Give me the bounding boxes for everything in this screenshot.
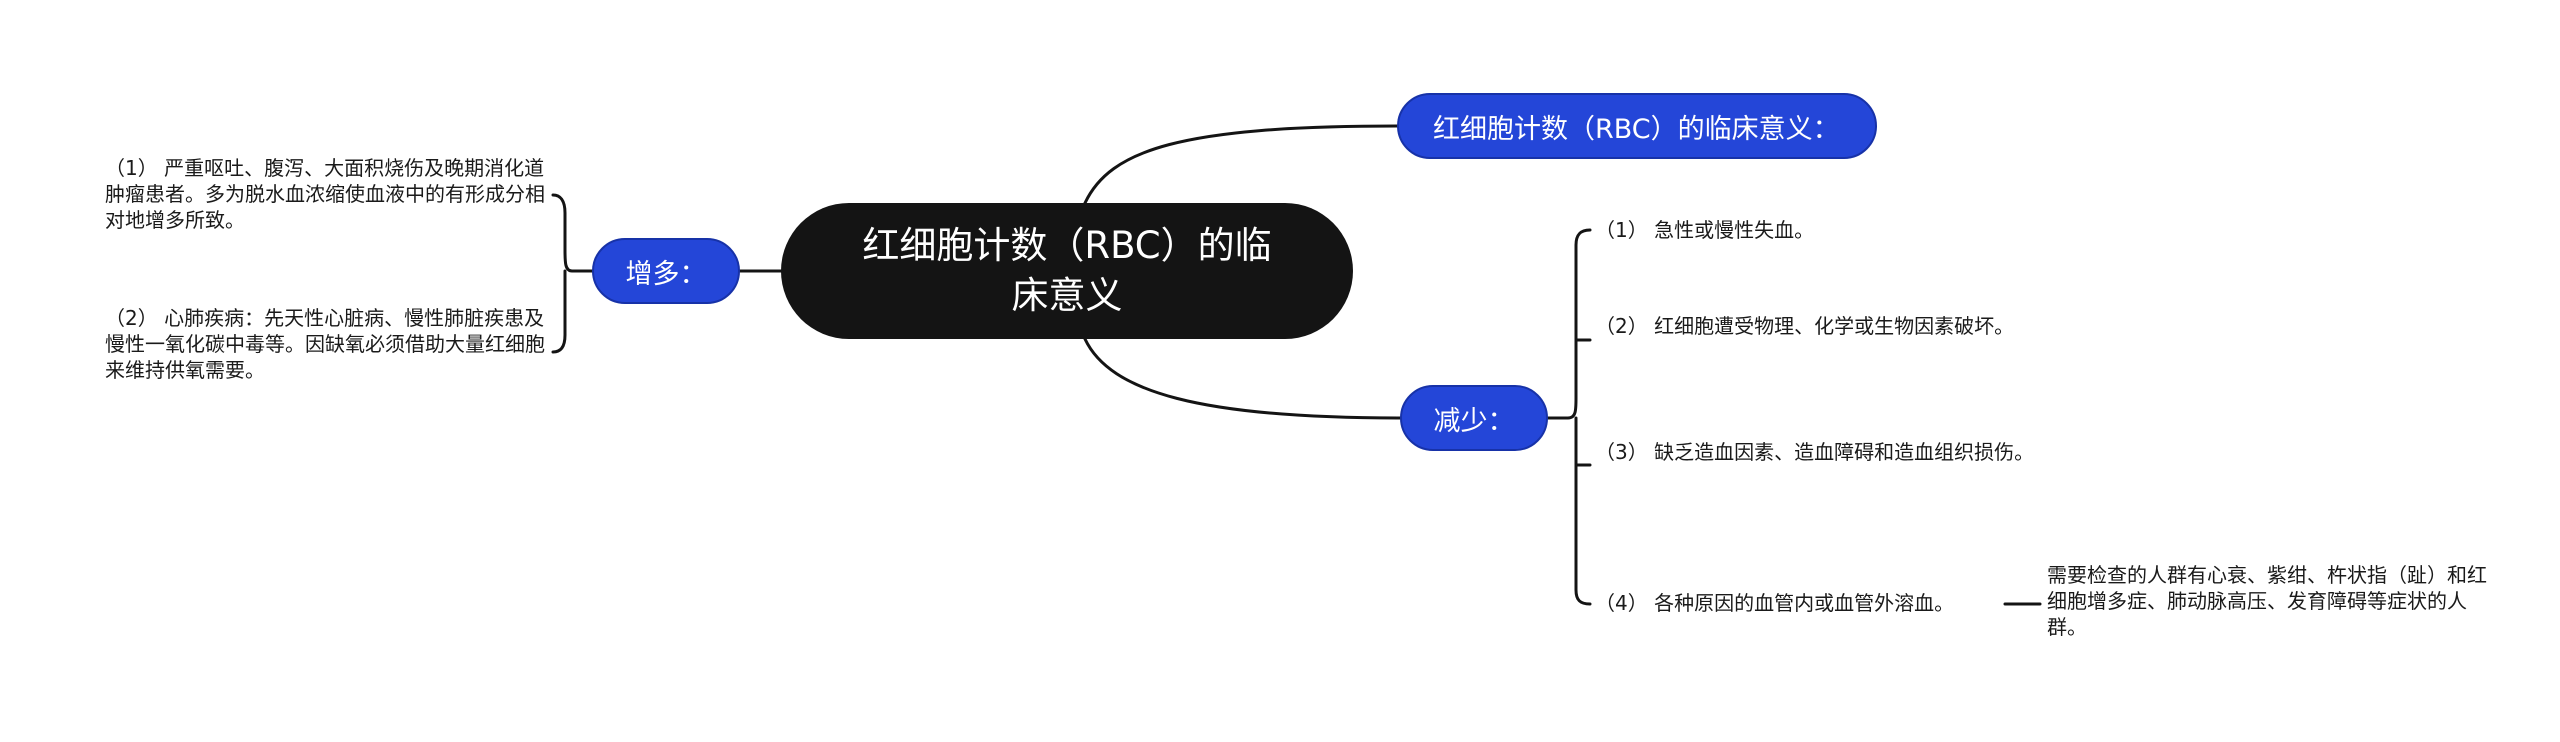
connector-root-to-top: [1083, 124, 1399, 205]
bracket-decrease: [1546, 228, 1592, 606]
connector-root-to-decrease: [1083, 337, 1402, 420]
branch-increase[interactable]: 增多：: [592, 238, 740, 304]
increase-item-1[interactable]: （1） 严重呕吐、腹泻、大面积烧伤及晚期消化道肿瘤患者。多为脱水血浓缩使血液中的…: [105, 156, 545, 232]
decrease-item-4-subtopic[interactable]: 需要检查的人群有心衰、紫绀、杵状指（趾）和红细胞增多症、肺动脉高压、发育障碍等症…: [2047, 563, 2487, 639]
bracket-increase: [551, 193, 594, 354]
branch-decrease[interactable]: 减少：: [1400, 385, 1548, 451]
increase-item-2[interactable]: （2） 心肺疾病：先天性心脏病、慢性肺脏疾患及慢性一氧化碳中毒等。因缺氧必须借助…: [105, 306, 545, 382]
branch-clinical-significance-label: 红细胞计数（RBC）的临床意义：: [1433, 113, 1840, 145]
decrease-item-2[interactable]: （2） 红细胞遭受物理、化学或生物因素破坏。: [1595, 314, 2015, 338]
decrease-item-3[interactable]: （3） 缺乏造血因素、造血障碍和造血组织损伤。: [1595, 440, 2035, 464]
decrease-item-4[interactable]: （4） 各种原因的血管内或血管外溶血。: [1595, 591, 1955, 615]
decrease-item-1[interactable]: （1） 急性或慢性失血。: [1595, 218, 1815, 242]
root-topic[interactable]: 红细胞计数（RBC）的临床意义: [781, 203, 1353, 339]
root-topic-label: 红细胞计数（RBC）的临床意义: [862, 224, 1272, 317]
branch-increase-label: 增多：: [625, 258, 707, 290]
branch-decrease-label: 减少：: [1433, 405, 1515, 437]
branch-clinical-significance[interactable]: 红细胞计数（RBC）的临床意义：: [1397, 93, 1877, 159]
